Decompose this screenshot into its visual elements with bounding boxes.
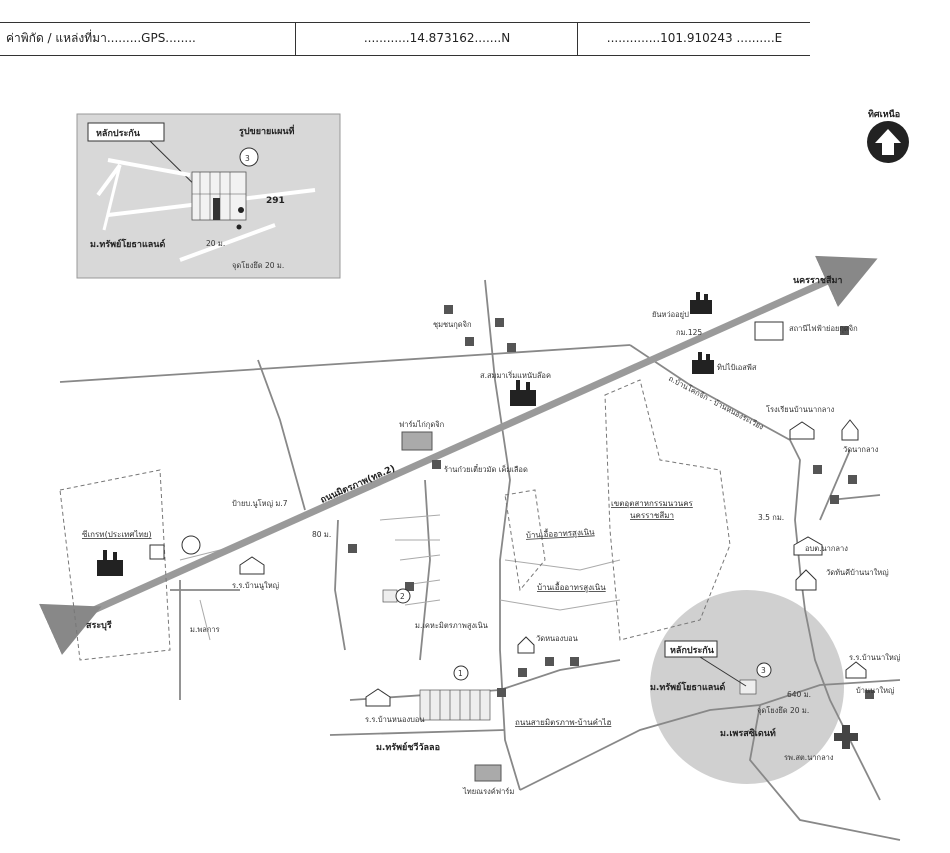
label-seagate: ซีเกรท(ประเทศไทย) xyxy=(82,530,152,539)
north-label: ทิศเหนือ xyxy=(868,108,900,120)
thai-farm-icon xyxy=(474,764,502,782)
hospital-icon xyxy=(834,725,858,749)
gas-station-icon xyxy=(181,535,201,555)
inset-lot-number: 291 xyxy=(266,196,285,206)
svg-text:หลักประกัน: หลักประกัน xyxy=(670,645,715,656)
svg-text:2: 2 xyxy=(400,592,405,601)
label-power-station: สถานีไฟฟ้าย่อยกุดจิก xyxy=(789,324,858,333)
label-ban-khok-road: ถ.บ้านโคกจิก - บ้านหนองระเวียง xyxy=(667,374,765,432)
label-industrial-estate-2: นครราชสีมา xyxy=(630,511,674,520)
label-thai-farm: ไทยณรงค์ฟาร์ม xyxy=(462,787,514,796)
inset-collateral-label: หลักประกัน xyxy=(96,128,141,139)
gps-longitude: ..............101.910243 ..........E xyxy=(577,23,811,55)
highway-mittraphap xyxy=(38,255,878,656)
label-nakhon-ratchasima: นครราชสีมา xyxy=(793,275,842,286)
label-m-phlakan: ม.พลการ xyxy=(190,625,220,634)
inset-reference-label: จุดโยงยึด 20 ม. xyxy=(232,261,284,270)
label-ban-food-1: บ้านเอื้ออาทรสูงเนิน xyxy=(526,525,596,541)
label-bus-stop: ป้ายบ.นูโหญ่ ม.7 xyxy=(232,499,288,508)
marker-2: 2 xyxy=(395,588,411,604)
label-hospital: รพ.สต.นากลาง xyxy=(784,753,834,762)
svg-text:3: 3 xyxy=(761,666,766,675)
marker-3: 3 xyxy=(756,662,772,678)
label-mittraphap-road: ถนนมิตรภาพ(ทล.2) xyxy=(319,463,397,506)
label-school-nongbon: ร.ร.บ้านหนองบอน xyxy=(365,715,425,724)
label-industrial-estate-1: เขตอุตสาหกรรมนวนคร xyxy=(611,499,694,508)
label-ban-nayai: บ้านนาใหญ่ xyxy=(856,686,894,695)
label-wat-ban-nayai: วัดท้นคีบ้านนาใหญ่ xyxy=(826,568,889,577)
label-ban-food-2: บ้านเอื้ออาทรสูงเนิน xyxy=(537,581,606,593)
label-farm-kudjik: ฟาร์มไก่กุดจิก xyxy=(399,420,444,429)
label-yanwadhana: ยันหว่ออยู่ป xyxy=(652,310,689,319)
label-ref-point: จุดโยงยึด 20 ม. xyxy=(757,706,809,715)
label-chumchon: ชุมชนกุดจิก xyxy=(433,320,472,329)
gps-coordinate-table: ค่าพิกัด / แหล่งที่มา.........GPS.......… xyxy=(0,22,810,56)
label-school-nakhlang: โรงเรียนบ้านนากลาง xyxy=(766,405,835,414)
label-saraburi: สระบุรี xyxy=(86,620,112,631)
label-dist-80: 80 ม. xyxy=(312,530,331,539)
label-km125: กม.125 xyxy=(676,328,702,337)
label-wat-nongbon: วัดหนองบอน xyxy=(536,634,578,643)
power-station-icon xyxy=(754,321,784,341)
label-m-petcharin: ม.เพรสซิเดนท์ xyxy=(720,727,776,739)
marker-1: 1 xyxy=(453,665,469,681)
svg-text:1: 1 xyxy=(458,669,463,678)
inset-road-width: 20 ม. xyxy=(206,239,225,248)
label-tipprite: ทิปไป้เอสพีส xyxy=(717,363,757,372)
factory-icon xyxy=(97,292,714,576)
collateral-label-box: หลักประกัน xyxy=(664,640,747,687)
inset-marker: 3 xyxy=(245,154,250,163)
inset-village-label: ม.ทรัพย์โยธาแลนด์ xyxy=(90,238,165,250)
building-icon xyxy=(239,419,867,707)
label-road-mitrapap-bankhamhai: ถนนสายมิตรภาพ-บ้านคำไฮ xyxy=(515,718,611,727)
north-arrow-icon: ทิศเหนือ xyxy=(867,108,909,163)
label-m-kehamitrapap: ม.เคหะมิตรภาพสูงเนิน xyxy=(415,621,488,630)
label-m-sub-yotha: ม.ทรัพย์โยธาแลนด์ xyxy=(650,681,725,693)
farm-building-icon xyxy=(401,431,433,451)
boundary-lines xyxy=(59,379,731,661)
label-school-ban-nayai: ร.ร.บ้านนาใหญ่ xyxy=(849,653,900,662)
housing-estate xyxy=(382,589,757,721)
house-icon xyxy=(348,305,874,699)
label-m-saranya: ม.ทรัพย์ชวีวัลลอ xyxy=(376,741,440,753)
label-dist-35: 3.5 กม. xyxy=(758,513,784,522)
seven-eleven-icon xyxy=(149,544,165,560)
label-obt-nakhlang: อบต.นากลาง xyxy=(805,544,848,553)
label-sommai: ส.สมมาเริ่มแหนับล๊อค xyxy=(480,370,551,380)
gps-latitude: ............14.873162.......N xyxy=(295,23,578,55)
label-dist-640: 640 ม. xyxy=(787,690,811,699)
inset-map: รูปขยายแผนที่ หลักประกัน 3 291 ม.ทรัพย์โ… xyxy=(76,113,341,279)
label-restaurant: ร้านก๋วยเตี๋ยวมัด เค็มเลือด xyxy=(444,464,528,474)
inset-title: รูปขยายแผนที่ xyxy=(239,124,295,137)
label-school-noonyai: ร.ร.บ้านนูใหญ่ xyxy=(232,581,279,590)
gps-source-label: ค่าพิกัด / แหล่งที่มา.........GPS.......… xyxy=(6,31,196,45)
label-wat-nakhlang: วัดนากลาง xyxy=(843,445,879,454)
